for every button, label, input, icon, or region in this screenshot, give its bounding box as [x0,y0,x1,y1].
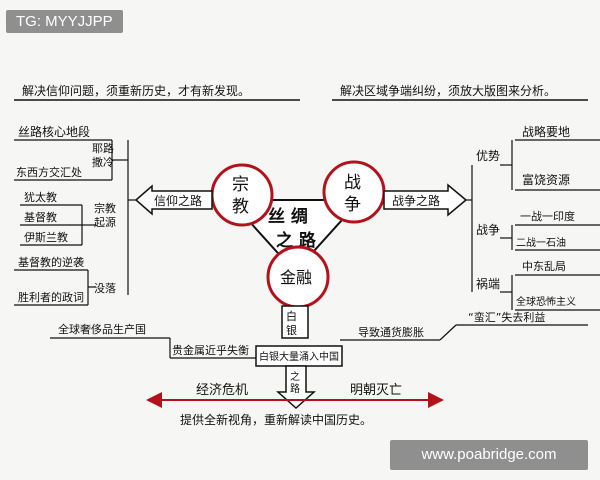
war-node-label-1: 战 [344,173,361,193]
left-lost: 没落 [94,282,116,295]
watermark: www.poabridge.com [390,440,588,470]
right-war: 战争 [476,223,500,237]
left-judaism: 犹太教 [24,191,57,204]
religion-node-label-1: 宗 [232,175,249,195]
war-road-label: 战争之路 [392,193,440,208]
channel-tag: TG: MYYJJPP [6,10,123,33]
war-node-label-2: 争 [344,195,361,215]
left-christianity: 基督教 [24,210,57,224]
silver-label-1: 白 [286,309,297,323]
left-crossroads: 东西方交汇处 [16,165,82,179]
bottom-profit: “蛮汇”失去利益 [468,310,545,324]
right-rich: 富饶资源 [522,172,570,187]
bottom-silver-flow: 白银大量涌入中国 [259,350,339,363]
right-tree-lines [466,139,600,311]
left-core: 丝路核心地段 [18,124,90,139]
silver-shaft [281,305,309,339]
bottom-crisis: 经济危机 [196,383,248,398]
right-terror: 全球恐怖主义 [516,295,576,308]
faith-road-arrow [134,184,213,216]
left-origin-1: 宗教 [94,201,116,215]
right-mideast: 中东乱局 [522,260,566,273]
religion-node-label-2: 教 [232,197,249,217]
right-advantage: 优势 [476,149,500,163]
finance-node-label: 金融 [280,268,312,287]
left-origin-2: 起源 [94,215,116,229]
bottom-ming: 明朝灭亡 [350,383,402,398]
left-counter: 基督教的逆袭 [18,255,84,269]
silver-label-2: 银 [286,323,297,337]
header-right: 解决区域争端纠纷，须放大版图来分析。 [340,83,556,98]
silver-road-1: 之 [290,370,300,383]
right-ww2: 二战一石油 [516,236,566,249]
bottom-inflation: 导致通货膨胀 [358,325,424,339]
bottom-luxury: 全球奢侈品生产国 [58,322,146,336]
right-curse: 祸端 [476,276,500,291]
bottom-metal: 贵金属近乎失衡 [172,343,249,357]
bottom-flow-lines [50,324,588,359]
left-winner: 胜利者的政词 [18,290,84,304]
silver-road-2: 路 [290,382,300,395]
left-islam: 伊斯兰教 [24,231,68,244]
faith-road-label: 信仰之路 [154,193,202,208]
right-strategic: 战略要地 [522,124,570,139]
war-road-arrow [383,183,468,217]
header-left: 解决信仰问题，须重新历史，才有新发现。 [22,83,250,98]
right-ww1: 一战一印度 [520,209,575,223]
footer-note: 提供全新视角，重新解读中国历史。 [180,412,372,427]
center-title-a: 丝 绸 [268,206,308,227]
left-jerusalem-2: 撒冷 [92,155,114,169]
left-jerusalem-1: 耶路 [92,142,114,155]
center-title-b: 之 路 [276,230,317,251]
left-tree-lines [14,139,136,306]
